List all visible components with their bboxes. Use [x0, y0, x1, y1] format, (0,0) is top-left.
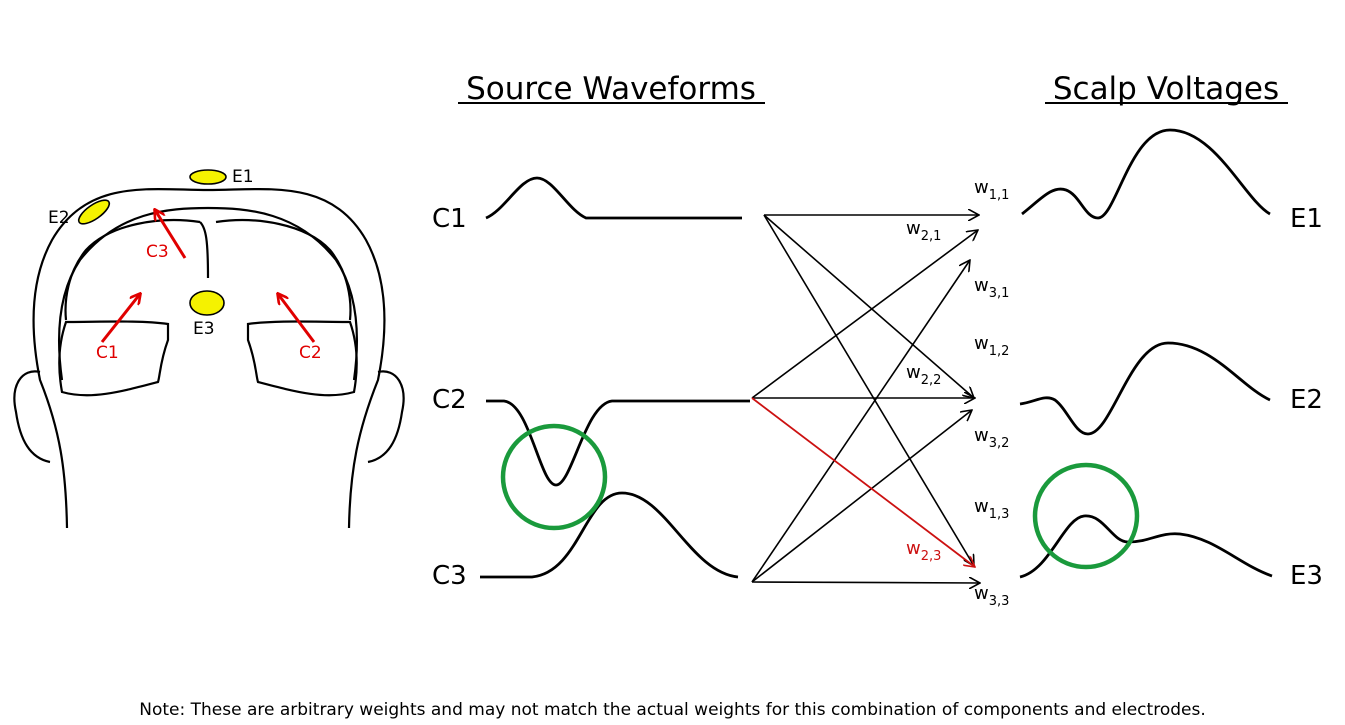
dipole-c2-arrow	[278, 294, 316, 343]
arrow-c2-e3-highlight	[751, 397, 975, 567]
left-temporal-lobe	[58, 320, 170, 397]
arrow-c2-e1	[751, 230, 978, 399]
electrode-e3-waveform-label: E3	[1290, 561, 1323, 591]
weight-w33: w3,3	[974, 583, 1009, 609]
source-c3-waveform	[480, 491, 739, 579]
right-temporal-lobe	[246, 320, 358, 397]
electrode-e3-marker	[189, 290, 225, 316]
weight-w32: w3,2	[974, 425, 1009, 451]
electrode-e2-waveform-label: E2	[1290, 385, 1323, 415]
midline-fissure	[199, 221, 210, 279]
erp-mixing-diagram: Source Waveforms Scalp Voltages E1 E2 E3…	[13, 71, 1323, 609]
weight-w23: w2,3	[906, 538, 941, 564]
head-illustration	[13, 187, 405, 529]
source-c2-label: C2	[432, 385, 467, 415]
right-ear	[367, 370, 405, 464]
electrode-e2-label: E2	[48, 208, 70, 228]
arrow-c3-e1	[751, 260, 970, 583]
weight-w21: w2,1	[906, 218, 941, 244]
arrow-c1-e3	[763, 214, 974, 566]
head-outline	[32, 187, 386, 529]
dipole-c1-label: C1	[96, 343, 119, 363]
right-hemisphere	[215, 219, 352, 321]
weight-w22: w2,2	[906, 362, 941, 388]
left-ear	[13, 370, 51, 464]
dipole-c2-label: C2	[299, 343, 322, 363]
source-c1-label: C1	[432, 204, 467, 234]
arrow-c3-e2	[751, 410, 972, 583]
electrode-e1-waveform-label: E1	[1290, 204, 1323, 234]
electrode-e3-label: E3	[193, 319, 215, 339]
scalp-voltages-title: Scalp Voltages	[1053, 71, 1279, 107]
weight-w12: w1,2	[974, 333, 1009, 359]
scalp-e1-waveform	[1021, 128, 1271, 220]
scalp-e2-waveform	[1019, 341, 1271, 436]
dipole-c3-label: C3	[146, 242, 169, 262]
dipole-c3-arrow	[155, 210, 187, 259]
disclaimer-note: Note: These are arbitrary weights and ma…	[139, 700, 1206, 720]
left-hemisphere	[64, 219, 201, 321]
weight-w13: w1,3	[974, 496, 1009, 522]
electrode-e1-label: E1	[232, 167, 254, 187]
source-c2-waveform	[486, 399, 750, 487]
weight-w11: w1,1	[974, 177, 1009, 203]
scalp-e3-waveform	[1019, 514, 1273, 579]
electrode-e1-marker	[189, 169, 227, 185]
source-c1-waveform	[485, 176, 742, 220]
dipole-c1-arrow	[100, 294, 140, 343]
mixing-arrows	[751, 214, 980, 583]
skull-inner-outline	[57, 206, 359, 381]
arrow-c1-e2	[763, 214, 974, 398]
electrode-e2-marker	[77, 199, 111, 225]
arrow-c3-e3	[751, 582, 980, 583]
weight-w31: w3,1	[974, 275, 1009, 301]
e3-highlight-circle	[1032, 462, 1140, 570]
source-waveforms-title: Source Waveforms	[466, 71, 756, 107]
source-c3-label: C3	[432, 561, 467, 591]
c2-highlight-circle	[500, 423, 608, 531]
